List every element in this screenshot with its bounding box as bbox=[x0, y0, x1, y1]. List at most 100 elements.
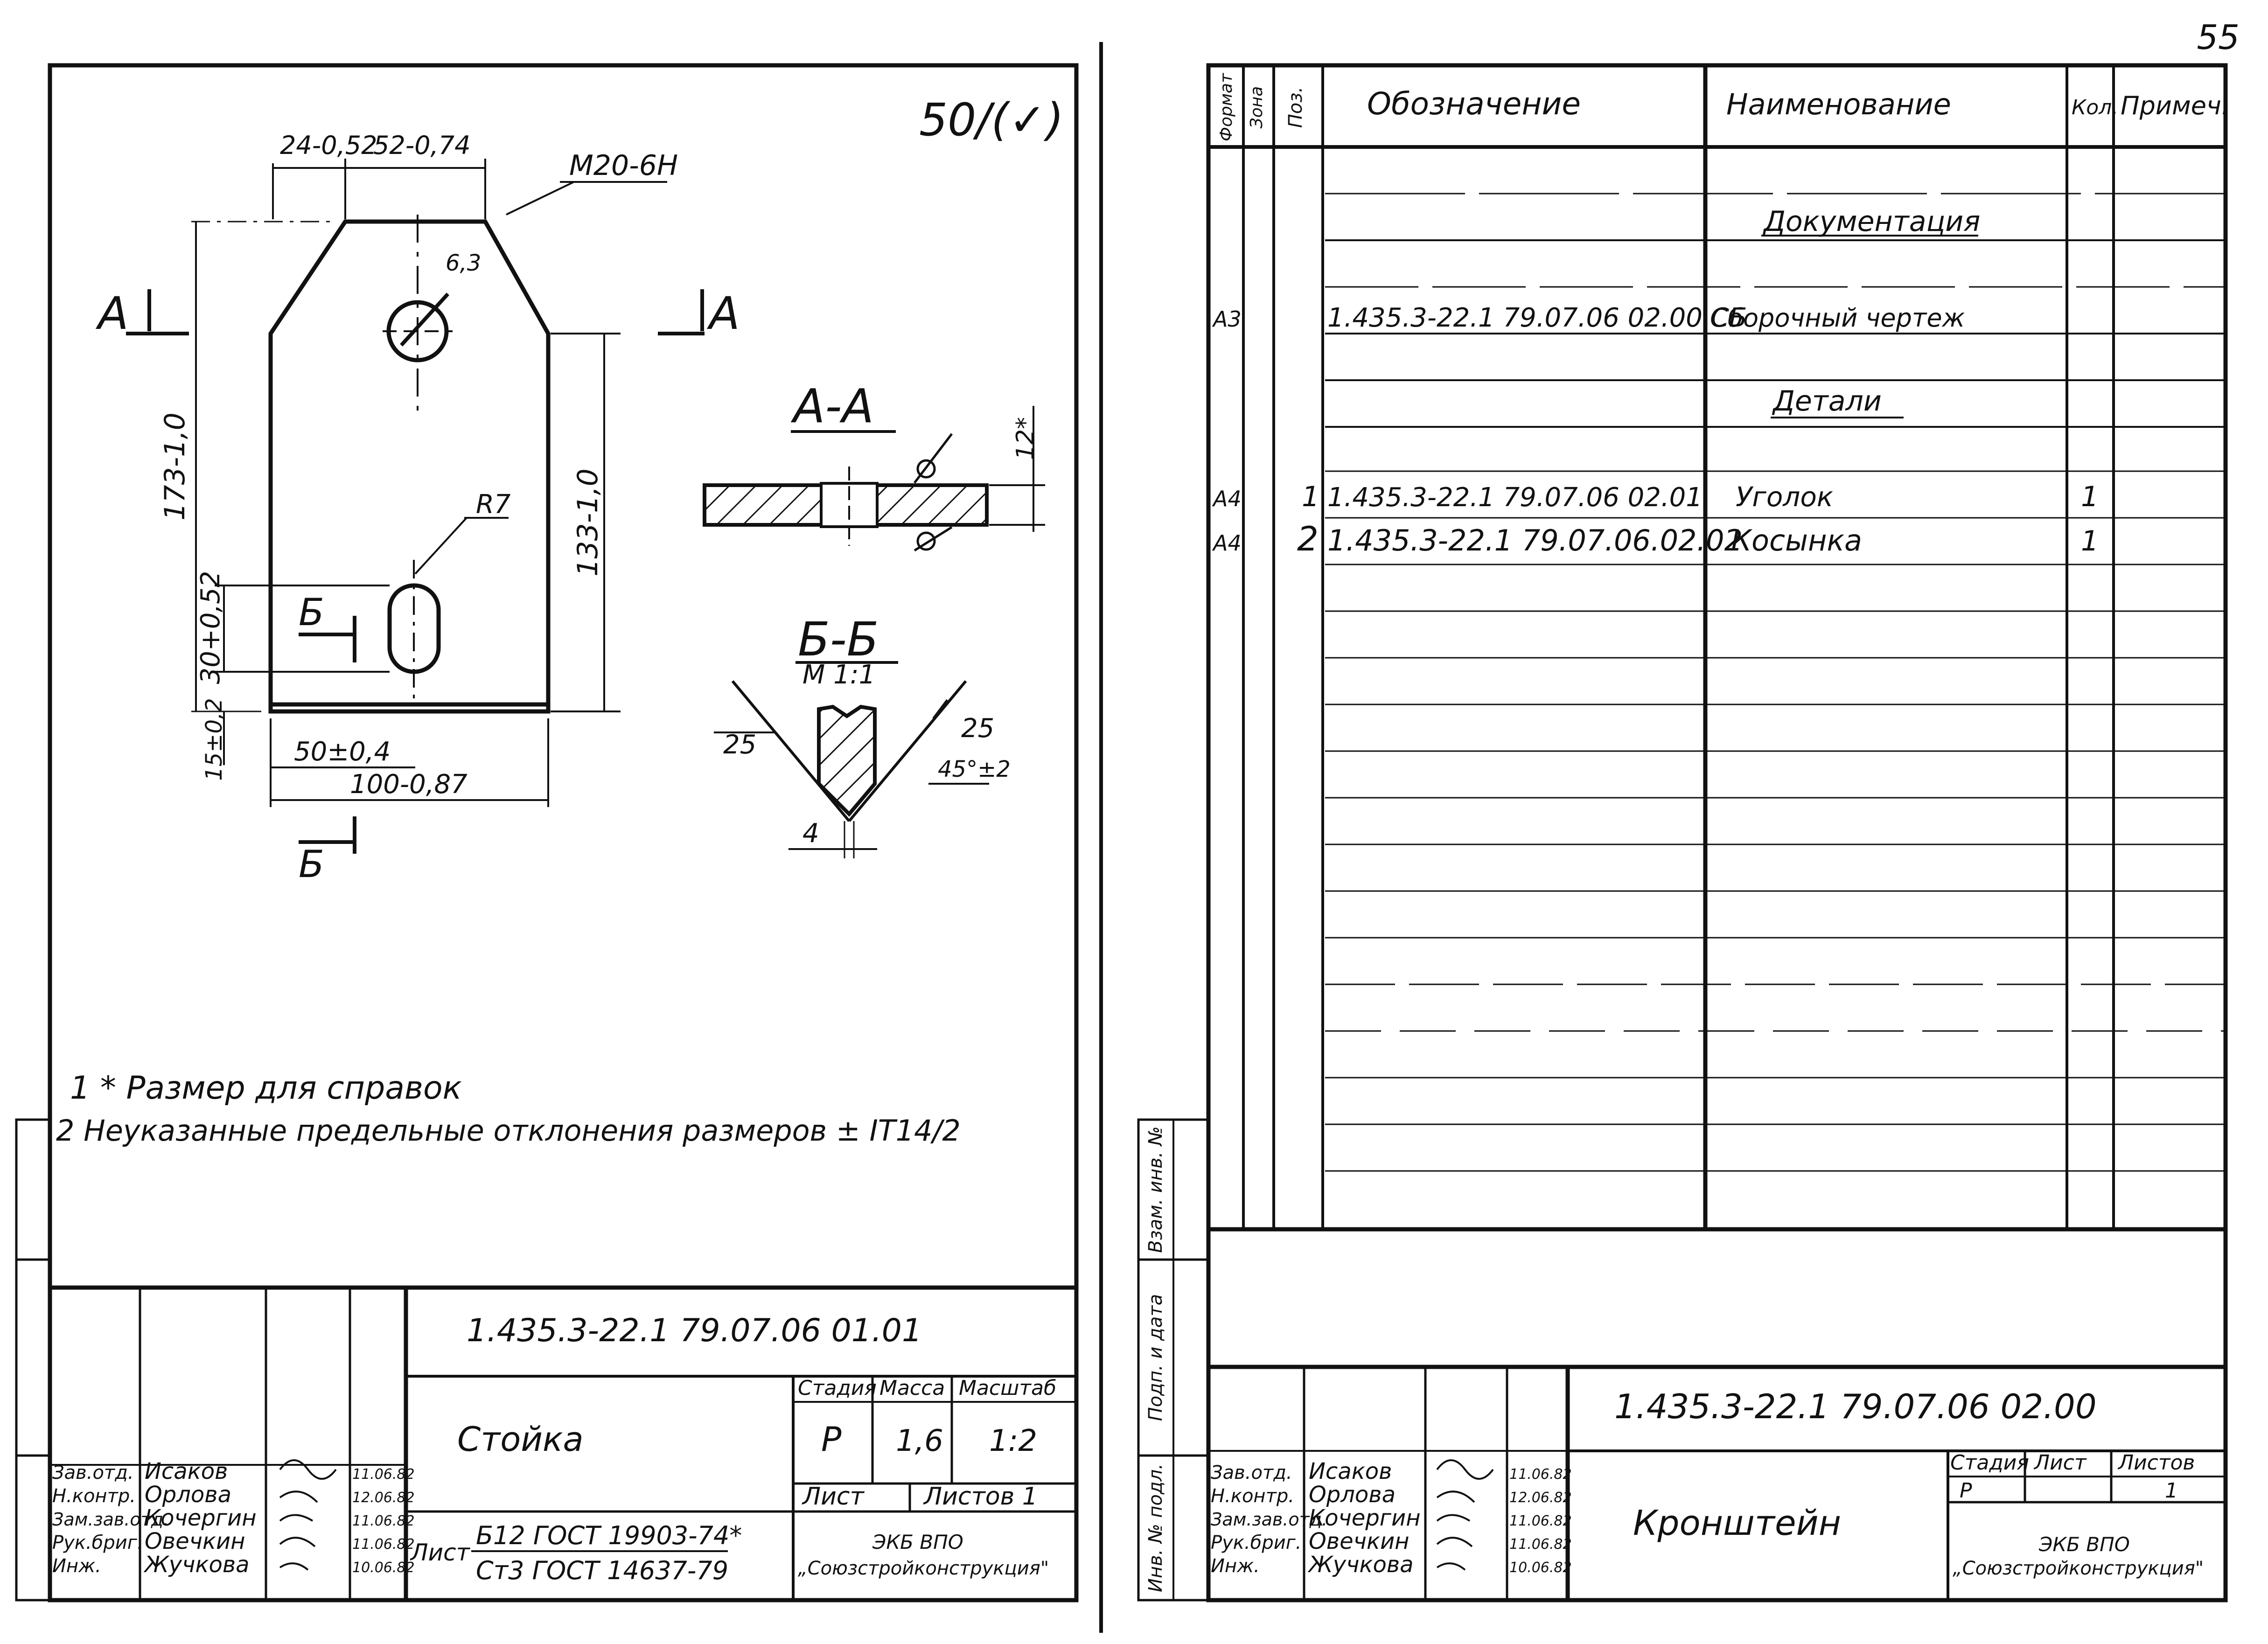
note-1: 1 * Размер для справок bbox=[70, 1070, 462, 1107]
left-designation: 1.435.3-22.1 79.07.06 01.01 bbox=[467, 1312, 922, 1349]
svg-text:М 1:1: М 1:1 bbox=[803, 660, 875, 690]
right-side-strip: Взам. инв. № Подп. и дата Инв. № подл. bbox=[1137, 1118, 1210, 1602]
svg-text:15±0,2: 15±0,2 bbox=[201, 698, 227, 781]
svg-text:12.06.82: 12.06.82 bbox=[1509, 1490, 1572, 1506]
svg-text:А4: А4 bbox=[1212, 530, 1242, 556]
svg-text:Инв. № подл.: Инв. № подл. bbox=[1145, 1463, 1166, 1592]
svg-text:Детали: Детали bbox=[1772, 385, 1882, 418]
svg-text:Взам. инв. №: Взам. инв. № bbox=[1145, 1126, 1166, 1253]
svg-text:ЭКБ ВПО: ЭКБ ВПО bbox=[2038, 1533, 2130, 1556]
right-assembly-name: Кронштейн bbox=[1633, 1503, 1841, 1543]
svg-text:25: 25 bbox=[723, 730, 756, 760]
svg-text:Овечкин: Овечкин bbox=[1309, 1528, 1410, 1554]
left-title-block: 1.435.3-22.1 79.07.06 01.01 Стойка Стади… bbox=[50, 1285, 1076, 1600]
svg-text:Ст3 ГОСТ 14637-79: Ст3 ГОСТ 14637-79 bbox=[476, 1556, 728, 1585]
svg-text:25: 25 bbox=[961, 713, 994, 744]
right-sheet: Формат Зона Поз. Обозначение Наименовани… bbox=[1137, 63, 2229, 1602]
svg-text:Лист: Лист bbox=[802, 1483, 865, 1511]
svg-text:Жучкова: Жучкова bbox=[1307, 1552, 1414, 1578]
svg-text:Р: Р bbox=[821, 1420, 842, 1459]
svg-text:Рук.бриг.: Рук.бриг. bbox=[52, 1532, 143, 1553]
svg-text:100-0,87: 100-0,87 bbox=[350, 769, 468, 800]
svg-text:Исаков: Исаков bbox=[1309, 1458, 1392, 1484]
svg-text:Н.контр.: Н.контр. bbox=[1211, 1485, 1294, 1507]
left-side-strip bbox=[15, 1118, 51, 1602]
svg-text:Масса: Масса bbox=[879, 1376, 945, 1400]
svg-text:4: 4 bbox=[803, 818, 819, 849]
svg-text:11.06.82: 11.06.82 bbox=[1509, 1513, 1572, 1529]
svg-text:Овечкин: Овечкин bbox=[145, 1528, 245, 1554]
svg-text:50±0,4: 50±0,4 bbox=[294, 737, 391, 767]
svg-text:Формат: Формат bbox=[1217, 73, 1236, 141]
left-signatures: Зав.отд. Н.контр. Зам.зав.отд. Рук.бриг.… bbox=[52, 1458, 415, 1578]
svg-text:Лист: Лист bbox=[410, 1539, 471, 1566]
section-marker-a-right: A bbox=[706, 287, 740, 340]
svg-text:10.06.82: 10.06.82 bbox=[1509, 1560, 1572, 1576]
svg-text:52-0,74: 52-0,74 bbox=[373, 131, 470, 160]
svg-text:Листов: Листов bbox=[2117, 1451, 2195, 1475]
spec-grid bbox=[1208, 65, 2226, 1232]
svg-text:1:2: 1:2 bbox=[989, 1424, 1037, 1458]
svg-text:Поз.: Поз. bbox=[1285, 87, 1306, 128]
svg-text:50/(✓): 50/(✓) bbox=[919, 94, 1064, 146]
svg-text:Стадия: Стадия bbox=[1950, 1451, 2029, 1475]
svg-text:А3: А3 bbox=[1212, 307, 1242, 332]
svg-text:Стадия: Стадия bbox=[798, 1376, 877, 1400]
svg-text:1: 1 bbox=[2165, 1479, 2178, 1503]
svg-text:Зав.отд.: Зав.отд. bbox=[1211, 1462, 1292, 1484]
spec-row: А3 1.435.3-22.1 79.07.06 02.00 СБ Сбороч… bbox=[1212, 303, 1965, 333]
svg-text:Кочергин: Кочергин bbox=[145, 1505, 257, 1531]
svg-text:45°±2: 45°±2 bbox=[938, 756, 1011, 782]
svg-text:Подп. и дата: Подп. и дата bbox=[1145, 1294, 1166, 1421]
roughness-corner: 50/(✓) bbox=[919, 94, 1064, 146]
svg-text:Кочергин: Кочергин bbox=[1309, 1505, 1421, 1531]
svg-text:Жучкова: Жучкова bbox=[143, 1552, 250, 1578]
right-title-block: 1.435.3-22.1 79.07.06 02.00 Кронштейн Ст… bbox=[1208, 1365, 2226, 1600]
part-front-view bbox=[191, 215, 551, 714]
section-b-b: Б-Б М 1:1 25 25 45°±2 4 bbox=[714, 612, 1011, 858]
svg-text:Исаков: Исаков bbox=[145, 1458, 228, 1484]
spec-headers: Формат Зона Поз. Обозначение Наименовани… bbox=[1217, 73, 2229, 141]
svg-text:173-1,0: 173-1,0 bbox=[159, 412, 191, 521]
section-a-a: А-А 12* bbox=[703, 379, 1045, 552]
svg-text:11.06.82: 11.06.82 bbox=[352, 1513, 415, 1529]
svg-text:Примеч.: Примеч. bbox=[2121, 91, 2229, 120]
svg-text:ЭКБ ВПО: ЭКБ ВПО bbox=[872, 1531, 963, 1553]
left-sheet: 50/(✓) bbox=[15, 63, 1079, 1602]
svg-text:Обозначение: Обозначение bbox=[1367, 86, 1581, 122]
svg-text:6,3: 6,3 bbox=[446, 250, 481, 276]
section-marker-a-left: A bbox=[95, 287, 129, 340]
svg-text:12.06.82: 12.06.82 bbox=[352, 1490, 415, 1506]
svg-text:Н.контр.: Н.контр. bbox=[52, 1485, 136, 1507]
svg-text:Б-Б: Б-Б bbox=[798, 612, 879, 667]
svg-text:„Союзстройконструкция": „Союзстройконструкция" bbox=[798, 1558, 1049, 1579]
svg-text:1.435.3-22.1 79.07.06 02.00 СБ: 1.435.3-22.1 79.07.06 02.00 СБ bbox=[1327, 303, 1747, 333]
svg-text:Инж.: Инж. bbox=[52, 1555, 101, 1577]
technical-notes: 1 * Размер для справок 2 Неуказанные пре… bbox=[56, 1070, 961, 1148]
svg-text:24-0,52: 24-0,52 bbox=[280, 131, 377, 160]
svg-text:12*: 12* bbox=[1012, 417, 1040, 460]
note-2: 2 Неуказанные предельные отклонения разм… bbox=[56, 1114, 961, 1148]
svg-text:Наименование: Наименование bbox=[1726, 87, 1951, 121]
svg-text:Зав.отд.: Зав.отд. bbox=[52, 1462, 134, 1484]
spec-rows: А3 1.435.3-22.1 79.07.06 02.00 СБ Сбороч… bbox=[1212, 303, 2099, 558]
svg-text:R7: R7 bbox=[476, 489, 511, 520]
svg-text:11.06.82: 11.06.82 bbox=[1509, 1536, 1572, 1553]
svg-text:Листов 1: Листов 1 bbox=[923, 1483, 1038, 1511]
svg-text:Зона: Зона bbox=[1247, 86, 1266, 129]
svg-text:Инж.: Инж. bbox=[1211, 1555, 1260, 1577]
svg-text:А4: А4 bbox=[1212, 486, 1242, 511]
svg-text:1: 1 bbox=[2081, 525, 2099, 557]
svg-text:1: 1 bbox=[2081, 481, 2099, 513]
right-signatures: Зав.отд. Н.контр. Зам.зав.отд. Рук.бриг.… bbox=[1211, 1458, 1572, 1578]
svg-text:Косынка: Косынка bbox=[1731, 523, 1862, 557]
svg-text:Уголок: Уголок bbox=[1736, 481, 1833, 513]
left-part-name: Стойка bbox=[457, 1420, 584, 1459]
svg-text:11.06.82: 11.06.82 bbox=[352, 1536, 415, 1553]
page-number: 55 bbox=[2197, 18, 2240, 57]
svg-text:Зам.зав.отд.: Зам.зав.отд. bbox=[52, 1509, 169, 1530]
svg-text:30+0,52: 30+0,52 bbox=[195, 571, 226, 684]
svg-text:Лист: Лист bbox=[2033, 1451, 2087, 1475]
svg-text:10.06.82: 10.06.82 bbox=[352, 1560, 415, 1576]
section-marker-b-top: Б bbox=[299, 591, 324, 634]
